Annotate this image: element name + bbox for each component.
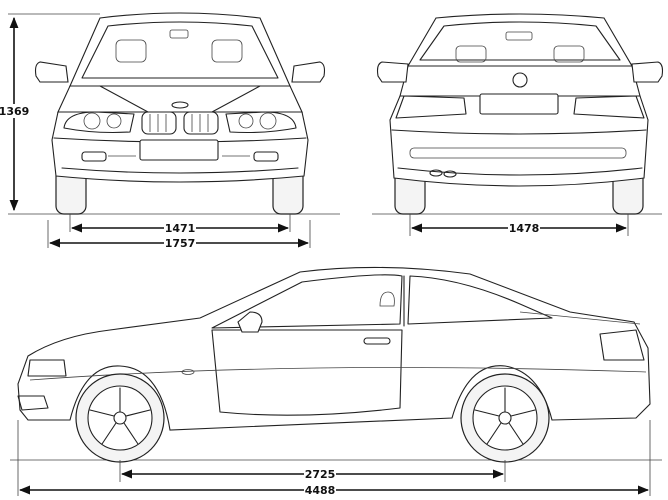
length-dimension: 4488 [17,420,651,497]
front-track-dimension: 1471 [69,214,291,235]
front-wheel [75,373,165,463]
side-view [10,266,662,461]
rear-track-dimension: 1478 [409,214,629,236]
height-dimension: 1369 [0,13,100,212]
front-width-dimension: 1757 [47,220,311,250]
front-width-label: 1757 [165,237,196,250]
front-track-label: 1471 [165,222,196,235]
rear-view [372,13,664,215]
height-label: 1369 [0,105,29,118]
length-label: 4488 [305,484,336,497]
wheelbase-label: 2725 [305,468,336,481]
rear-track-label: 1478 [509,222,540,235]
rear-wheel [460,373,550,463]
front-view [8,12,340,215]
wheelbase-dimension: 2725 [119,460,506,482]
